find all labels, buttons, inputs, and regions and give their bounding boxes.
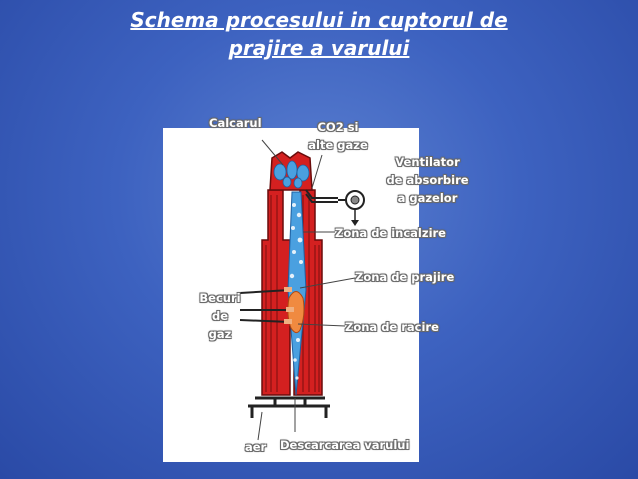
label-aer: aer — [245, 440, 267, 454]
label-co2-line2: alte gaze — [308, 138, 368, 152]
gas-pipe — [305, 189, 338, 203]
label-becuri-line3: gaz — [208, 327, 232, 341]
burner-tips — [284, 287, 294, 324]
label-ventilator-line3: a gazelor — [397, 191, 458, 205]
gas-burners — [239, 289, 292, 323]
label-co2-line1: CO2 si — [317, 120, 359, 134]
leader-lines — [257, 139, 356, 441]
label-zona-racire: Zona de racire — [345, 320, 439, 334]
slide-title-line1: Schema procesului in cuptorul de — [130, 8, 508, 32]
slide-title-line2: prajire a varului — [228, 36, 410, 60]
label-becuri-line2: de — [211, 309, 229, 323]
label-ventilator-line1: Ventilator — [395, 155, 460, 169]
flame-zone — [287, 291, 305, 334]
label-becuri-line1: Becuri — [199, 291, 241, 305]
label-calcarul: Calcarul — [209, 116, 262, 130]
kiln-left-wall — [261, 189, 291, 396]
kiln-wall-texture — [265, 195, 320, 392]
label-zona-prajire: Zona de prajire — [355, 270, 455, 284]
label-descarcarea: Descarcarea varului — [280, 438, 410, 452]
ventilator-icon — [345, 190, 365, 210]
label-ventilator-line2: de absorbire — [386, 173, 469, 187]
label-zona-incalzire: Zona de incalzire — [335, 226, 446, 240]
kiln-stand — [248, 396, 330, 418]
hopper-limestone — [273, 160, 310, 189]
